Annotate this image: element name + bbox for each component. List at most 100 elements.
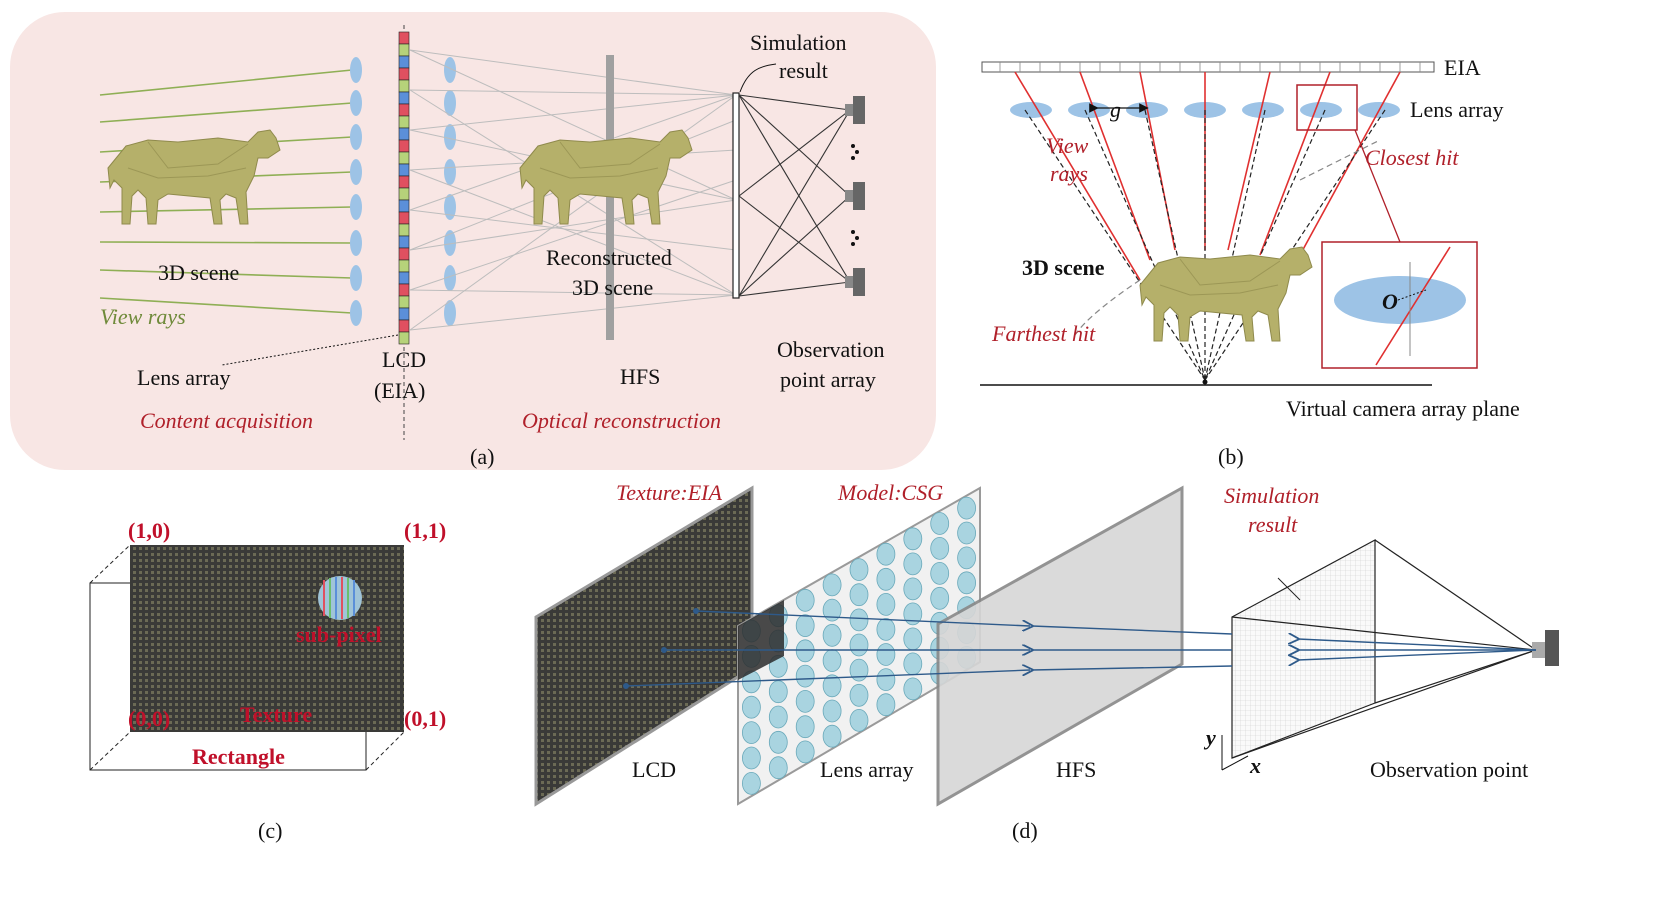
label-lens-array-b: Lens array [1410, 97, 1503, 122]
lens-array-leader [221, 334, 399, 366]
lens-element [957, 571, 976, 595]
lens-element [849, 709, 869, 732]
closest-hit-dash [1299, 139, 1381, 181]
label-simulation-line2: result [779, 58, 828, 83]
label-model-csg: Model:CSG [837, 480, 943, 505]
texture-plane [130, 545, 404, 732]
lens-element [957, 546, 976, 570]
label-c00: (0,0) [128, 706, 170, 731]
lens-element [849, 683, 869, 707]
label-x: x [1249, 753, 1261, 778]
lens-element [795, 639, 815, 663]
simulation-result-plane [1231, 538, 1376, 759]
lens-element [795, 588, 815, 612]
hfs-panel-3d [936, 485, 1184, 807]
lens-element [957, 521, 976, 545]
label-observation-line1: Observation [777, 337, 885, 362]
blue-ray-endpoints [623, 608, 699, 689]
lens-element [903, 677, 923, 701]
panel-d: Texture:EIA Model:CSG Simulation result … [534, 480, 1559, 843]
lens-element [822, 598, 842, 622]
caption-d: (d) [1012, 818, 1038, 843]
lens-element [903, 527, 923, 551]
lens-array-acquisition [350, 57, 362, 326]
lens-element [930, 512, 950, 535]
lens-element [876, 618, 896, 641]
dashed-camera-rays [1024, 109, 1386, 381]
lens-element [742, 746, 761, 770]
lcd-eia-strip [398, 31, 410, 345]
lens-element [876, 693, 896, 717]
simulation-pointer [739, 63, 777, 93]
hfs-screen [606, 55, 614, 340]
lens-element [876, 593, 896, 616]
label-view-rays: View rays [100, 304, 186, 329]
label-optical-reconstruction: Optical reconstruction [522, 408, 721, 433]
lens-element [930, 537, 950, 560]
blue-rays [625, 610, 1537, 687]
lens-element [930, 586, 950, 610]
label-closest-hit: Closest hit [1365, 145, 1459, 170]
observation-rays [738, 94, 851, 297]
closest-hit-box [1296, 84, 1358, 131]
caption-b: (b) [1218, 444, 1244, 469]
lens-element [822, 649, 842, 672]
lens-element [903, 552, 923, 576]
label-eia: (EIA) [374, 378, 425, 403]
xy-axes [1221, 735, 1249, 771]
simulation-result-screen [732, 92, 740, 299]
label-simulation-line1: Simulation [750, 30, 847, 55]
observation-point-camera [1532, 630, 1559, 666]
lens-element [849, 633, 869, 657]
subpixel-zoom [318, 576, 362, 620]
lens-element [795, 664, 815, 688]
camera-center [1202, 379, 1208, 385]
label-hfs-d: HFS [1056, 757, 1096, 782]
label-observation-line2: point array [780, 367, 876, 392]
lens-element [876, 567, 896, 591]
label-hfs-a: HFS [620, 364, 660, 389]
label-y: y [1203, 725, 1216, 750]
panel-c: (1,0) (1,1) (0,0) (0,1) sub-pixel Textur… [89, 518, 446, 843]
label-rectangle: Rectangle [192, 744, 285, 769]
lens-element [930, 562, 950, 585]
label-lcd-d: LCD [632, 757, 676, 782]
lens-element [822, 623, 842, 647]
lens-element [768, 756, 788, 780]
label-c10: (1,0) [128, 518, 170, 543]
lens-element [876, 668, 896, 691]
lens-element [903, 652, 923, 676]
label-reconstructed-line2: 3D scene [572, 275, 653, 300]
lens-element [849, 608, 869, 632]
lens-element [768, 730, 788, 754]
label-texture: Texture [240, 702, 312, 727]
zoom-dash [1397, 289, 1427, 301]
label-view-b1: View [1046, 133, 1089, 158]
simulation-leader [1277, 577, 1301, 601]
lens-element [768, 680, 788, 704]
eia-ticks [999, 62, 1421, 72]
lens-element [822, 674, 842, 698]
lens-element [957, 496, 976, 520]
label-sim-result-d1: Simulation [1224, 483, 1319, 508]
lens-element [742, 772, 761, 795]
label-virtual-plane: Virtual camera array plane [1286, 396, 1520, 421]
lens-element [768, 705, 788, 729]
panel-b: EIA Lens array g View rays Closest hit 3… [980, 55, 1520, 469]
lens-element [742, 695, 761, 719]
label-g: g [1110, 97, 1121, 122]
label-texture-eia: Texture:EIA [616, 480, 722, 505]
lens-element [822, 699, 842, 723]
label-3d-scene-b: 3D scene [1022, 255, 1105, 280]
lens-element [876, 542, 896, 566]
label-lens-array-d: Lens array [820, 757, 913, 782]
callout-leader [1354, 129, 1401, 243]
label-eia-b: EIA [1444, 55, 1481, 80]
lens-element [742, 721, 761, 744]
lens-element [822, 724, 842, 748]
lens-element [822, 573, 842, 597]
label-3d-scene: 3D scene [158, 260, 239, 285]
eia-strip [981, 61, 1435, 73]
lens-array-reconstruction [444, 57, 456, 326]
